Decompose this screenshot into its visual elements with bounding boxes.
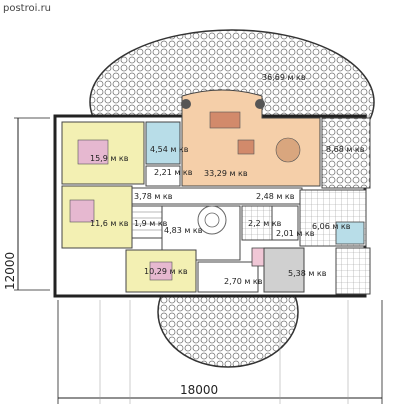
room-area-wc-1: 2,21 м кв	[154, 168, 193, 177]
room-area-living: 33,29 м кв	[204, 169, 248, 178]
room-area-bedroom-1: 15,9 м кв	[90, 154, 129, 163]
dimension-width: 18000	[180, 383, 218, 397]
bed-2	[69, 199, 95, 223]
room-area-stair: 1,9 м кв	[134, 219, 168, 228]
terrace-bottom-fill	[165, 292, 285, 332]
room-area-bedroom-3: 10,29 м кв	[144, 267, 188, 276]
room-area-bath-1: 4,54 м кв	[150, 145, 189, 154]
dining-table	[275, 137, 301, 163]
stair-shape	[131, 205, 163, 239]
bed-3	[149, 261, 173, 281]
terrace-right-shape	[321, 117, 371, 189]
room-area-terrace-right: 8,68 м кв	[326, 145, 365, 154]
armchair	[237, 139, 255, 155]
bed-1	[77, 139, 109, 165]
room-area-terrace-top: 36,69 м кв	[262, 73, 306, 82]
pink-cabinet	[251, 247, 265, 267]
bath-1-shape	[145, 121, 181, 165]
room-area-wc-2: 2,2 м кв	[248, 219, 282, 228]
room-area-bedroom-2: 11,6 м кв	[90, 219, 129, 228]
column-left	[181, 99, 191, 109]
porch-steps	[335, 247, 371, 295]
room-area-corridor-1: 3,78 м кв	[134, 192, 173, 201]
porch-shape	[263, 247, 305, 293]
kitchen-counter	[335, 221, 365, 245]
room-labels: 15,9 м кв 4,54 м кв 2,21 м кв 33,29 м кв…	[90, 73, 365, 286]
room-area-closet: 2,01 м кв	[276, 229, 315, 238]
hall-rosette	[197, 205, 227, 235]
room-area-corridor-2: 2,48 м кв	[256, 192, 295, 201]
room-area-porch: 5,38 м кв	[288, 269, 327, 278]
wc-1-shape	[145, 165, 181, 187]
dimension-lines	[14, 117, 383, 404]
sofa	[209, 111, 241, 129]
stair-treads	[132, 211, 162, 231]
room-area-vestibule: 2,70 м кв	[224, 277, 263, 286]
vestibule-shape	[197, 261, 259, 293]
dimension-height: 12000	[3, 252, 17, 290]
closet-shape	[271, 205, 299, 241]
column-right	[255, 99, 265, 109]
watermark: postroi.ru	[3, 3, 51, 14]
hall-rosette-inner	[204, 212, 220, 228]
room-area-kitchen: 6,06 м кв	[312, 222, 351, 231]
room-area-hall: 4,83 м кв	[164, 226, 203, 235]
